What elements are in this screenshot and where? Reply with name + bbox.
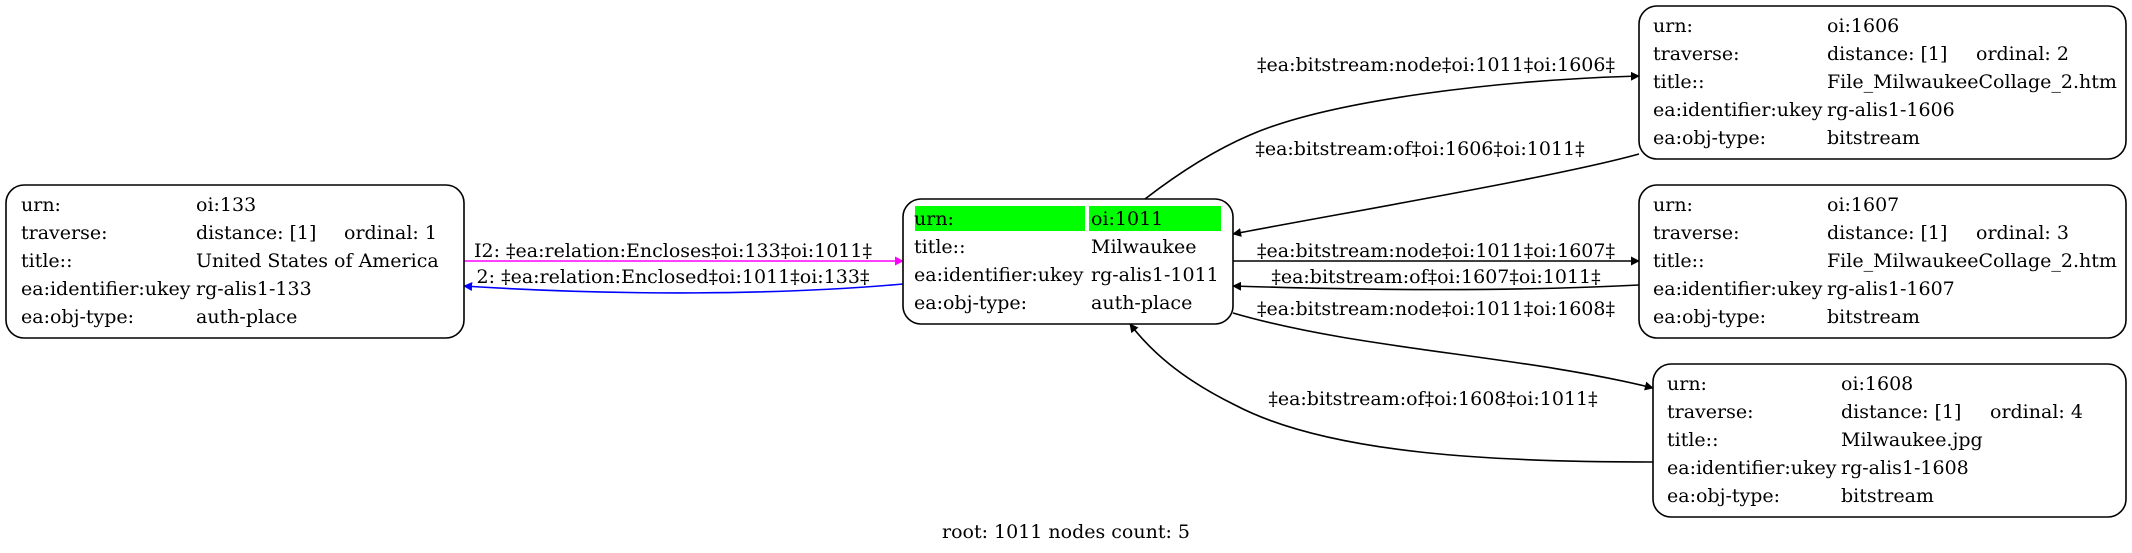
node-box — [1652, 363, 2127, 518]
edge-oi-1011-to-oi-133: 2: ‡ea:relation:Enclosed‡oi:1011‡oi:133‡ — [463, 266, 904, 294]
node-field-value: Milwaukee — [1091, 236, 1196, 258]
node-field-key: urn: — [1653, 15, 1693, 37]
node-field-value: bitstream — [1827, 306, 1920, 328]
highlight-value-cell — [1089, 206, 1221, 231]
edge-line — [463, 282, 904, 294]
node-oi-1606[interactable]: urn: oi:1606 traverse: distance: [1] ordinal… — [1638, 5, 2127, 160]
node-field-key: traverse: — [1653, 222, 1740, 244]
node-field-value: File_MilwaukeeCollage_2.htm — [1827, 250, 2117, 272]
node-field-key: urn: — [1653, 194, 1693, 216]
node-field-key: title:: — [21, 250, 72, 272]
node-field-value: rg-alis1-1606 — [1827, 99, 1955, 121]
edge-line — [1232, 153, 1640, 237]
edge-line — [1232, 281, 1640, 291]
node-field-value: bitstream — [1827, 127, 1920, 149]
node-field-value: oi:1606 — [1827, 15, 1899, 37]
edge-oi-1607-to-oi-1011: ‡ea:bitstream:of‡oi:1607‡oi:1011‡ — [1232, 266, 1640, 291]
node-field-value: rg-alis1-1608 — [1841, 457, 1969, 479]
node-field-key: ea:obj-type: — [914, 292, 1027, 314]
edge-oi-1011-to-oi-1608: ‡ea:bitstream:node‡oi:1011‡oi:1608‡ — [1232, 298, 1654, 391]
node-oi-1011[interactable]: urn: oi:1011title::Milwaukeeea:identifier… — [902, 198, 1234, 325]
node-field-extra: ordinal: 2 — [1976, 43, 2069, 65]
node-field-value: oi:1608 — [1841, 373, 1913, 395]
node-oi-1608[interactable]: urn: oi:1608 traverse: distance: [1] ordinal… — [1652, 363, 2127, 518]
node-oi-133[interactable]: urn: oi:133 traverse: distance: [1] ordinal:… — [5, 184, 465, 339]
node-field-value: rg-alis1-1011 — [1091, 264, 1219, 286]
node-field-value: rg-alis1-1607 — [1827, 278, 1955, 300]
node-field-value: United States of America — [196, 250, 439, 272]
node-field-key: title:: — [914, 236, 965, 258]
node-field-extra: ordinal: 3 — [1976, 222, 2069, 244]
node-field-value: distance: [1] — [1827, 222, 1947, 244]
edge-oi-1606-to-oi-1011: ‡ea:bitstream:of‡oi:1606‡oi:1011‡ — [1232, 138, 1640, 237]
node-field-key: title:: — [1667, 429, 1718, 451]
node-field-key: ea:obj-type: — [21, 306, 134, 328]
node-field-value: oi:1011 — [1091, 208, 1163, 230]
node-field-value: bitstream — [1841, 485, 1934, 507]
edge-oi-133-to-oi-1011: I2: ‡ea:relation:Encloses‡oi:133‡oi:1011… — [464, 240, 904, 266]
highlight-key-cell — [915, 206, 1085, 231]
node-field-extra: ordinal: 4 — [1990, 401, 2083, 423]
node-field-value: distance: [1] — [1827, 43, 1947, 65]
edge-label: ‡ea:bitstream:of‡oi:1607‡oi:1011‡ — [1271, 266, 1600, 288]
node-field-key: ea:identifier:ukey — [1653, 278, 1823, 300]
edge-oi-1011-to-oi-1607: ‡ea:bitstream:node‡oi:1011‡oi:1607‡ — [1233, 240, 1640, 266]
node-field-key: traverse: — [1667, 401, 1754, 423]
edge-label: ‡ea:bitstream:node‡oi:1011‡oi:1606‡ — [1257, 54, 1615, 76]
node-field-value: distance: [1] — [1841, 401, 1961, 423]
node-field-key: urn: — [1667, 373, 1707, 395]
edge-line — [1144, 71, 1640, 200]
node-field-extra: ordinal: 1 — [344, 222, 437, 244]
node-field-key: urn: — [914, 208, 954, 230]
edge-label: ‡ea:bitstream:node‡oi:1011‡oi:1608‡ — [1257, 298, 1615, 320]
node-field-value: oi:1607 — [1827, 194, 1899, 216]
edge-label: ‡ea:bitstream:of‡oi:1608‡oi:1011‡ — [1268, 388, 1597, 410]
edge-label: ‡ea:bitstream:node‡oi:1011‡oi:1607‡ — [1257, 240, 1615, 262]
node-field-key: ea:obj-type: — [1667, 485, 1780, 507]
node-field-key: traverse: — [21, 222, 108, 244]
edge-line — [1129, 323, 1654, 463]
node-field-key: title:: — [1653, 71, 1704, 93]
edge-oi-1011-to-oi-1606: ‡ea:bitstream:node‡oi:1011‡oi:1606‡ — [1144, 54, 1640, 200]
node-field-key: urn: — [21, 194, 61, 216]
edge-label: 2: ‡ea:relation:Enclosed‡oi:1011‡oi:133‡ — [477, 266, 870, 288]
node-field-value: auth-place — [1091, 292, 1192, 314]
edge-oi-1608-to-oi-1011: ‡ea:bitstream:of‡oi:1608‡oi:1011‡ — [1129, 323, 1654, 463]
graph-footer: root: 1011 nodes count: 5 — [942, 521, 1190, 543]
node-field-key: ea:identifier:ukey — [1667, 457, 1837, 479]
node-field-key: ea:obj-type: — [1653, 306, 1766, 328]
node-field-key: ea:identifier:ukey — [1653, 99, 1823, 121]
node-field-value: rg-alis1-133 — [196, 278, 312, 300]
node-field-value: distance: [1] — [196, 222, 316, 244]
edge-label: I2: ‡ea:relation:Encloses‡oi:133‡oi:1011… — [474, 240, 872, 262]
node-oi-1607[interactable]: urn: oi:1607 traverse: distance: [1] ordinal… — [1638, 184, 2127, 339]
edge-line — [1232, 312, 1654, 391]
node-field-key: title:: — [1653, 250, 1704, 272]
node-field-key: ea:obj-type: — [1653, 127, 1766, 149]
edges-layer: I2: ‡ea:relation:Encloses‡oi:133‡oi:1011… — [463, 54, 1654, 463]
node-box — [1638, 5, 2127, 160]
node-box — [5, 184, 465, 339]
node-field-value: oi:133 — [196, 194, 256, 216]
node-field-key: ea:identifier:ukey — [21, 278, 191, 300]
edge-label: ‡ea:bitstream:of‡oi:1606‡oi:1011‡ — [1255, 138, 1584, 160]
nodes-layer: urn: oi:133 traverse: distance: [1] ordinal:… — [5, 5, 2127, 518]
node-field-value: auth-place — [196, 306, 297, 328]
node-field-value: Milwaukee.jpg — [1841, 429, 1983, 451]
node-field-value: File_MilwaukeeCollage_2.htm — [1827, 71, 2117, 93]
node-field-key: traverse: — [1653, 43, 1740, 65]
node-box — [1638, 184, 2127, 339]
node-field-key: ea:identifier:ukey — [914, 264, 1084, 286]
